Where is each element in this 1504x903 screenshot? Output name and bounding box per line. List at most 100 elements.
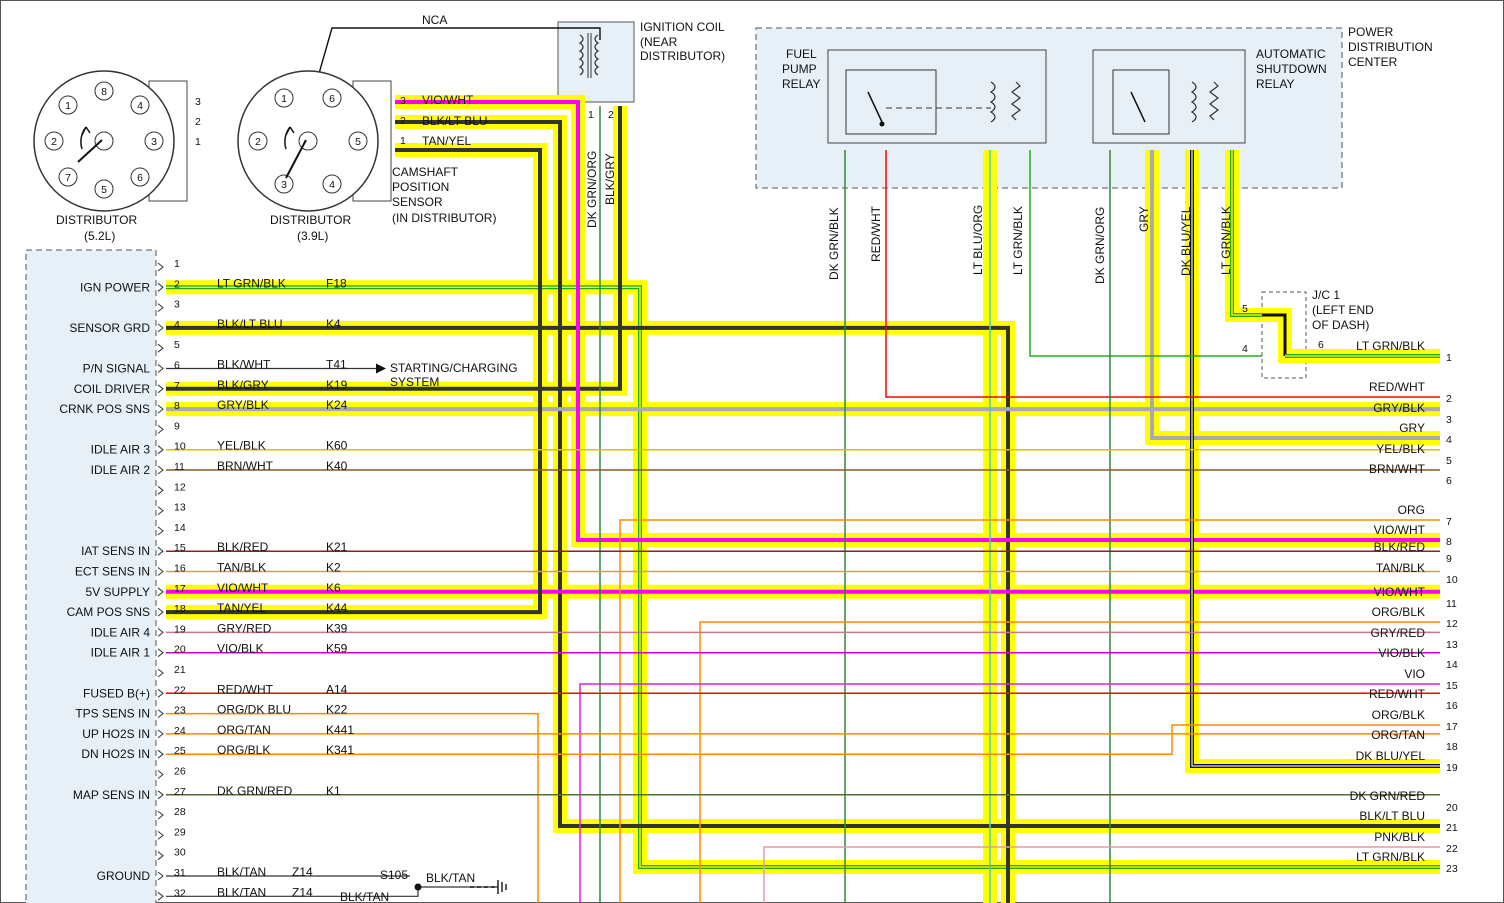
ecm-circuit-25: K341 — [326, 743, 354, 757]
cam-pin-3: 3 — [400, 95, 406, 107]
dist52-rotor — [94, 131, 114, 151]
ecm-pin-number-23: 23 — [174, 705, 186, 717]
right-wire-color-10: TAN/BLK — [1376, 561, 1425, 575]
ecm-pin-name-18: CAM POS SNS — [67, 605, 150, 619]
pdc-wire-dk-grn-org: DK GRN/ORG — [1093, 207, 1107, 284]
starting-charging-1: STARTING/CHARGING — [390, 361, 518, 375]
dist52-pin-2: 2 — [195, 116, 201, 128]
ecm-pin-name-7: COIL DRIVER — [74, 382, 151, 396]
ecm-connector-11 — [157, 465, 164, 475]
ecm-circuit-6: T41 — [326, 358, 347, 372]
tan-yel-k44-wire — [166, 148, 542, 615]
right-wire-color-13: GRY/RED — [1371, 626, 1426, 640]
right-wire-color-2: RED/WHT — [1369, 380, 1426, 394]
ecm-pin-number-3: 3 — [174, 299, 180, 311]
cam-label-4: (IN DISTRIBUTOR) — [392, 211, 496, 225]
ecm-connector-5 — [157, 343, 164, 353]
ecm-pin-number-8: 8 — [174, 400, 180, 412]
ecm-pin-number-28: 28 — [174, 806, 186, 818]
vio-wht-cam-wire — [395, 100, 1440, 542]
cam-label-1: CAMSHAFT — [392, 165, 459, 179]
right-pin-number-7: 7 — [1446, 516, 1452, 528]
highlight-layer — [166, 95, 1440, 903]
right-pin-number-17: 17 — [1446, 721, 1458, 733]
ecm-connector-14 — [157, 526, 164, 536]
cam-label-2: POSITION — [392, 180, 449, 194]
dist52-terminal-label-1: 1 — [65, 100, 71, 112]
vert-dk-grn-org: DK GRN/ORG — [585, 151, 599, 228]
asd-relay-label-3: RELAY — [1256, 77, 1294, 91]
lt-grn-blk-f18-highlight — [166, 280, 1440, 874]
dist39-terminal-label-4: 4 — [329, 179, 335, 191]
pdc-label-2: DISTRIBUTION — [1348, 40, 1433, 54]
fuel-relay-resistor-icon — [1011, 81, 1021, 121]
ecm-circuit-20: K59 — [326, 642, 348, 656]
fuel-relay-contact-dot — [879, 121, 885, 127]
ecm-wire-color-16: TAN/BLK — [217, 561, 266, 575]
ecm-circuit-17: K6 — [326, 581, 341, 595]
coil-primary-icon — [578, 34, 584, 76]
ecm-pin-name-25: DN HO2S IN — [81, 747, 150, 761]
org-blk-k341-wire — [166, 724, 1440, 755]
right-pin-number-4: 4 — [1446, 434, 1452, 446]
org-dk-blu-k22-wire — [166, 712, 539, 903]
dist52-rotation-arrow-icon — [80, 126, 91, 150]
ecm-pin-name-4: SENSOR GRD — [69, 321, 150, 335]
right-pin-number-1: 1 — [1446, 352, 1452, 364]
right-wire-color-17: ORG/BLK — [1372, 708, 1425, 722]
pdc-label-3: CENTER — [1348, 55, 1398, 69]
fuel-relay-contact-arm — [867, 91, 883, 123]
ecm-connector-20 — [157, 648, 164, 658]
asd-relay-label-2: SHUTDOWN — [1256, 62, 1327, 76]
right-wire-color-21: BLK/LT BLU — [1359, 809, 1425, 823]
ecm-connector-27 — [157, 790, 164, 800]
starting-arrow-icon — [376, 363, 386, 374]
dist39-terminal-2 — [248, 131, 268, 151]
right-pin-number-21: 21 — [1446, 822, 1458, 834]
ecm-circuit-18: K44 — [326, 601, 348, 615]
dist52-terminal-label-6: 6 — [137, 172, 143, 184]
ecm-pin-number-6: 6 — [174, 360, 180, 372]
right-pin-number-19: 19 — [1446, 762, 1458, 774]
ecm-pin-number-10: 10 — [174, 441, 186, 453]
ecm-wire-color-19: GRY/RED — [217, 621, 272, 635]
ecm-pin-number-27: 27 — [174, 786, 186, 798]
ecm-pin-number-16: 16 — [174, 563, 186, 575]
pdc-wire-lt-grn-blk-2: LT GRN/BLK — [1219, 206, 1233, 275]
ecm-circuit-19: K39 — [326, 621, 348, 635]
dist39-terminal-label-5: 5 — [355, 136, 361, 148]
ecm-circuit-15: K21 — [326, 540, 348, 554]
coil-label-2: (NEAR — [640, 35, 678, 49]
dist39-terminal-label-3: 3 — [281, 179, 287, 191]
ecm-pin-name-31: GROUND — [97, 869, 151, 883]
dist39-terminal-label-6: 6 — [329, 93, 335, 105]
right-wire-color-7: ORG — [1398, 503, 1425, 517]
ecm-connector-32 — [157, 891, 164, 901]
ecm-pin-number-13: 13 — [174, 502, 186, 514]
dist52-terminal-label-2: 2 — [51, 136, 57, 148]
pdc-wire-dk-blu-yel: DK BLU/YEL — [1179, 206, 1193, 276]
dist52-terminal-label-4: 4 — [137, 100, 143, 112]
ecm-connector-7 — [157, 384, 164, 394]
ecm-circuit-23: K22 — [326, 703, 348, 717]
ground-icon — [497, 880, 507, 894]
ecm-circuit-22: A14 — [326, 682, 348, 696]
right-pin-number-16: 16 — [1446, 700, 1458, 712]
ecm-pin-name-11: IDLE AIR 2 — [91, 463, 151, 477]
cam-label-3: SENSOR — [392, 195, 443, 209]
ecm-connector-24 — [157, 729, 164, 739]
asd-contact-arm — [1130, 91, 1146, 123]
cam-pin-2: 2 — [400, 115, 406, 127]
blk-lt-blu-cam-wire — [395, 120, 1440, 828]
ecm-pin-name-16: ECT SENS IN — [75, 565, 150, 579]
ecm-pin-number-1: 1 — [174, 258, 180, 270]
right-wire-color-12: ORG/BLK — [1372, 605, 1425, 619]
ecm-pin-name-22: FUSED B(+) — [83, 686, 150, 700]
blk-gry-k19-highlight — [166, 106, 627, 396]
dist52-terminal-2 — [44, 131, 64, 151]
ecm-pin-number-21: 21 — [174, 664, 186, 676]
ecm-wire-color-17: VIO/WHT — [217, 581, 269, 595]
ecm-wire-color-24: ORG/TAN — [217, 723, 271, 737]
fuel-relay-switch-box — [845, 69, 937, 135]
